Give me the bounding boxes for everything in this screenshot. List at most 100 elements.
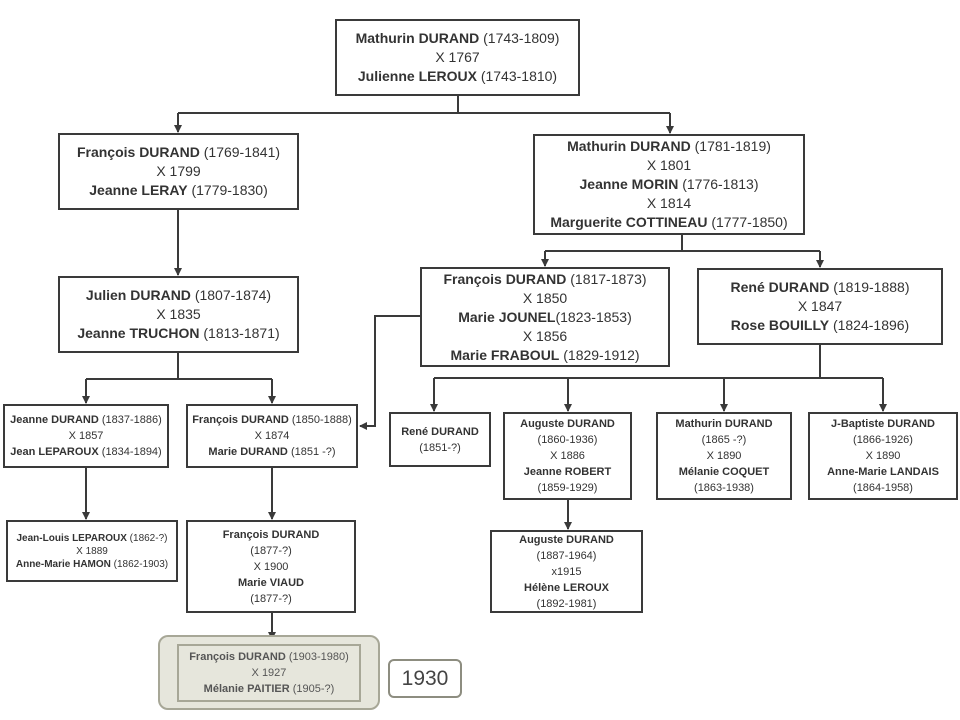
marriage-year: X 1814: [646, 195, 692, 211]
family-box-jeanne-leparoux: Jeanne DURAND (1837-1886) X 1857 Jean LE…: [3, 404, 169, 468]
marriage-year: X 1835: [156, 306, 201, 322]
arrow-n5-to-n8: [359, 315, 420, 430]
person-name: François DURAND: [189, 650, 286, 663]
family-box-francois-viaud: François DURAND (1877-?) X 1900 Marie VI…: [186, 520, 356, 613]
person-dates: (1887-1964): [536, 549, 597, 562]
person-dates: (1817-1873): [570, 270, 647, 287]
family-box-francois-jeanne-leray: François DURAND (1769-1841) X 1799 Jeann…: [58, 133, 299, 210]
person-dates: (1865 -?): [701, 434, 747, 446]
marriage-year: X 1890: [865, 450, 901, 462]
person-name: J-Baptiste DURAND: [831, 418, 935, 430]
person-dates: (1851-?): [419, 441, 461, 454]
spouse-name: Marie JOUNEL: [458, 308, 556, 325]
spouse-name: Mélanie PAITIER: [203, 682, 290, 695]
spouse-name: Anne-Marie LANDAIS: [827, 466, 939, 478]
marriage-year: x1915: [551, 565, 582, 578]
person-dates: (1862-?): [129, 532, 168, 544]
person-name: René DURAND: [730, 279, 830, 295]
person-name: René DURAND: [401, 425, 479, 438]
person-name: François DURAND: [192, 414, 289, 426]
spouse-name: Jeanne TRUCHON: [77, 325, 200, 341]
marriage-year: X 1886: [550, 450, 585, 462]
family-box-jeanlouis-hamon: Jean-Louis LEPAROUX (1862-?) X 1889 Anne…: [6, 520, 178, 582]
spouse-name: Jeanne LERAY: [89, 182, 188, 198]
highlight-inner-frame: François DURAND (1903-1980) X 1927 Mélan…: [177, 643, 361, 702]
spouse-name: Anne-Marie HAMON: [15, 558, 111, 570]
spouse-dates: (1829-1912): [563, 346, 640, 363]
family-box-rene-bouilly: René DURAND (1819-1888) X 1847 Rose BOUI…: [697, 268, 943, 345]
spouse-name: Jeanne ROBERT: [523, 466, 612, 478]
spouse-dates: (1743-1810): [480, 68, 558, 84]
person-name: Auguste DURAND: [520, 418, 615, 430]
spouse-dates: (1877-?): [250, 592, 292, 605]
spouse-name: Hélène LEROUX: [524, 581, 609, 594]
marriage-year: X 1857: [68, 430, 104, 442]
person-name: François DURAND: [222, 528, 320, 541]
person-name: Auguste DURAND: [519, 533, 614, 546]
marriage-year: X 1889: [76, 545, 108, 557]
person-dates: (1743-1809): [483, 30, 560, 46]
spouse-name: Rose BOUILLY: [730, 317, 830, 333]
marriage-year: X 1927: [251, 666, 287, 679]
family-box-auguste-robert: Auguste DURAND (1860-1936) X 1886 Jeanne…: [503, 412, 632, 500]
family-box-francois-marie-durand: François DURAND (1850-1888) X 1874 Marie…: [186, 404, 358, 468]
person-name: Mathurin DURAND: [675, 418, 773, 430]
person-name: François DURAND: [76, 144, 200, 160]
person-name: François DURAND: [443, 270, 567, 287]
spouse-dates: (1779-1830): [191, 182, 268, 198]
marriage-year: X 1801: [646, 157, 692, 173]
family-box-mathurin-julienne: Mathurin DURAND (1743-1809) X 1767 Julie…: [335, 19, 580, 96]
marriage-year: X 1767: [435, 49, 480, 65]
spouse-dates: (1864-1958): [853, 482, 913, 494]
family-box-mathurin-morin-cottineau: Mathurin DURAND (1781-1819) X 1801 Jeann…: [533, 134, 805, 235]
person-dates: (1860-1936): [537, 434, 598, 446]
spouse-name: Julienne LEROUX: [357, 68, 477, 84]
person-name: Mathurin DURAND: [567, 138, 691, 154]
spouse-dates: (1859-1929): [537, 482, 598, 494]
spouse-name: Marguerite COTTINEAU: [550, 214, 708, 230]
person-dates: (1769-1841): [203, 144, 281, 160]
person-name: Julien DURAND: [85, 287, 191, 303]
family-box-auguste-leroux: Auguste DURAND (1887-1964) x1915 Hélène …: [490, 530, 643, 613]
family-box-julien-truchon: Julien DURAND (1807-1874) X 1835 Jeanne …: [58, 276, 299, 353]
person-dates: (1866-1926): [853, 434, 913, 446]
marriage-year: X 1850: [522, 289, 568, 306]
person-name: Jeanne DURAND: [10, 414, 99, 426]
person-dates: (1781-1819): [694, 138, 771, 154]
spouse-dates: (1862-1903): [113, 558, 169, 570]
marriage-year: X 1900: [253, 560, 289, 573]
person-dates: (1837-1886): [101, 414, 162, 426]
marriage-year: X 1874: [254, 430, 290, 442]
spouse-dates: (1892-1981): [536, 597, 597, 610]
spouse-name: Jean LEPAROUX: [10, 446, 99, 458]
family-box-jbaptiste-landais: J-Baptiste DURAND (1866-1926) X 1890 Ann…: [808, 412, 958, 500]
spouse-name: Marie VIAUD: [237, 576, 305, 589]
family-box-mathurin-coquet: Mathurin DURAND (1865 -?) X 1890 Mélanie…: [656, 412, 792, 500]
spouse-name: Marie DURAND: [208, 446, 288, 458]
spouse-name: Mélanie COQUET: [678, 466, 770, 478]
person-dates: (1850-1888): [291, 414, 352, 426]
spouse-dates: (1813-1871): [203, 325, 280, 341]
spouse-dates: (1823-1853): [555, 308, 632, 325]
marriage-year: X 1847: [797, 298, 843, 314]
spouse-dates: (1776-1813): [682, 176, 759, 192]
person-name: Jean-Louis LEPAROUX: [16, 532, 127, 544]
spouse-dates: (1851 -?): [290, 446, 336, 458]
year-label-1930: 1930: [388, 659, 462, 698]
person-name: Mathurin DURAND: [355, 30, 480, 46]
spouse-name: Jeanne MORIN: [579, 176, 679, 192]
spouse-dates: (1863-1938): [694, 482, 754, 494]
spouse-name: Marie FRABOUL: [450, 346, 560, 363]
family-box-francois-jounel-fraboul: François DURAND (1817-1873) X 1850 Marie…: [420, 267, 670, 367]
spouse-dates: (1777-1850): [711, 214, 788, 230]
person-dates: (1877-?): [250, 544, 292, 557]
marriage-year: X 1799: [156, 163, 201, 179]
family-box-rene-1851: René DURAND (1851-?): [389, 412, 491, 467]
marriage-year: X 1856: [522, 327, 568, 344]
spouse-dates: (1834-1894): [101, 446, 162, 458]
family-box-francois-paitier-highlighted: François DURAND (1903-1980) X 1927 Mélan…: [158, 635, 380, 710]
spouse-dates: (1905-?): [292, 682, 335, 695]
person-dates: (1807-1874): [194, 287, 272, 303]
person-dates: (1903-1980): [288, 650, 349, 663]
